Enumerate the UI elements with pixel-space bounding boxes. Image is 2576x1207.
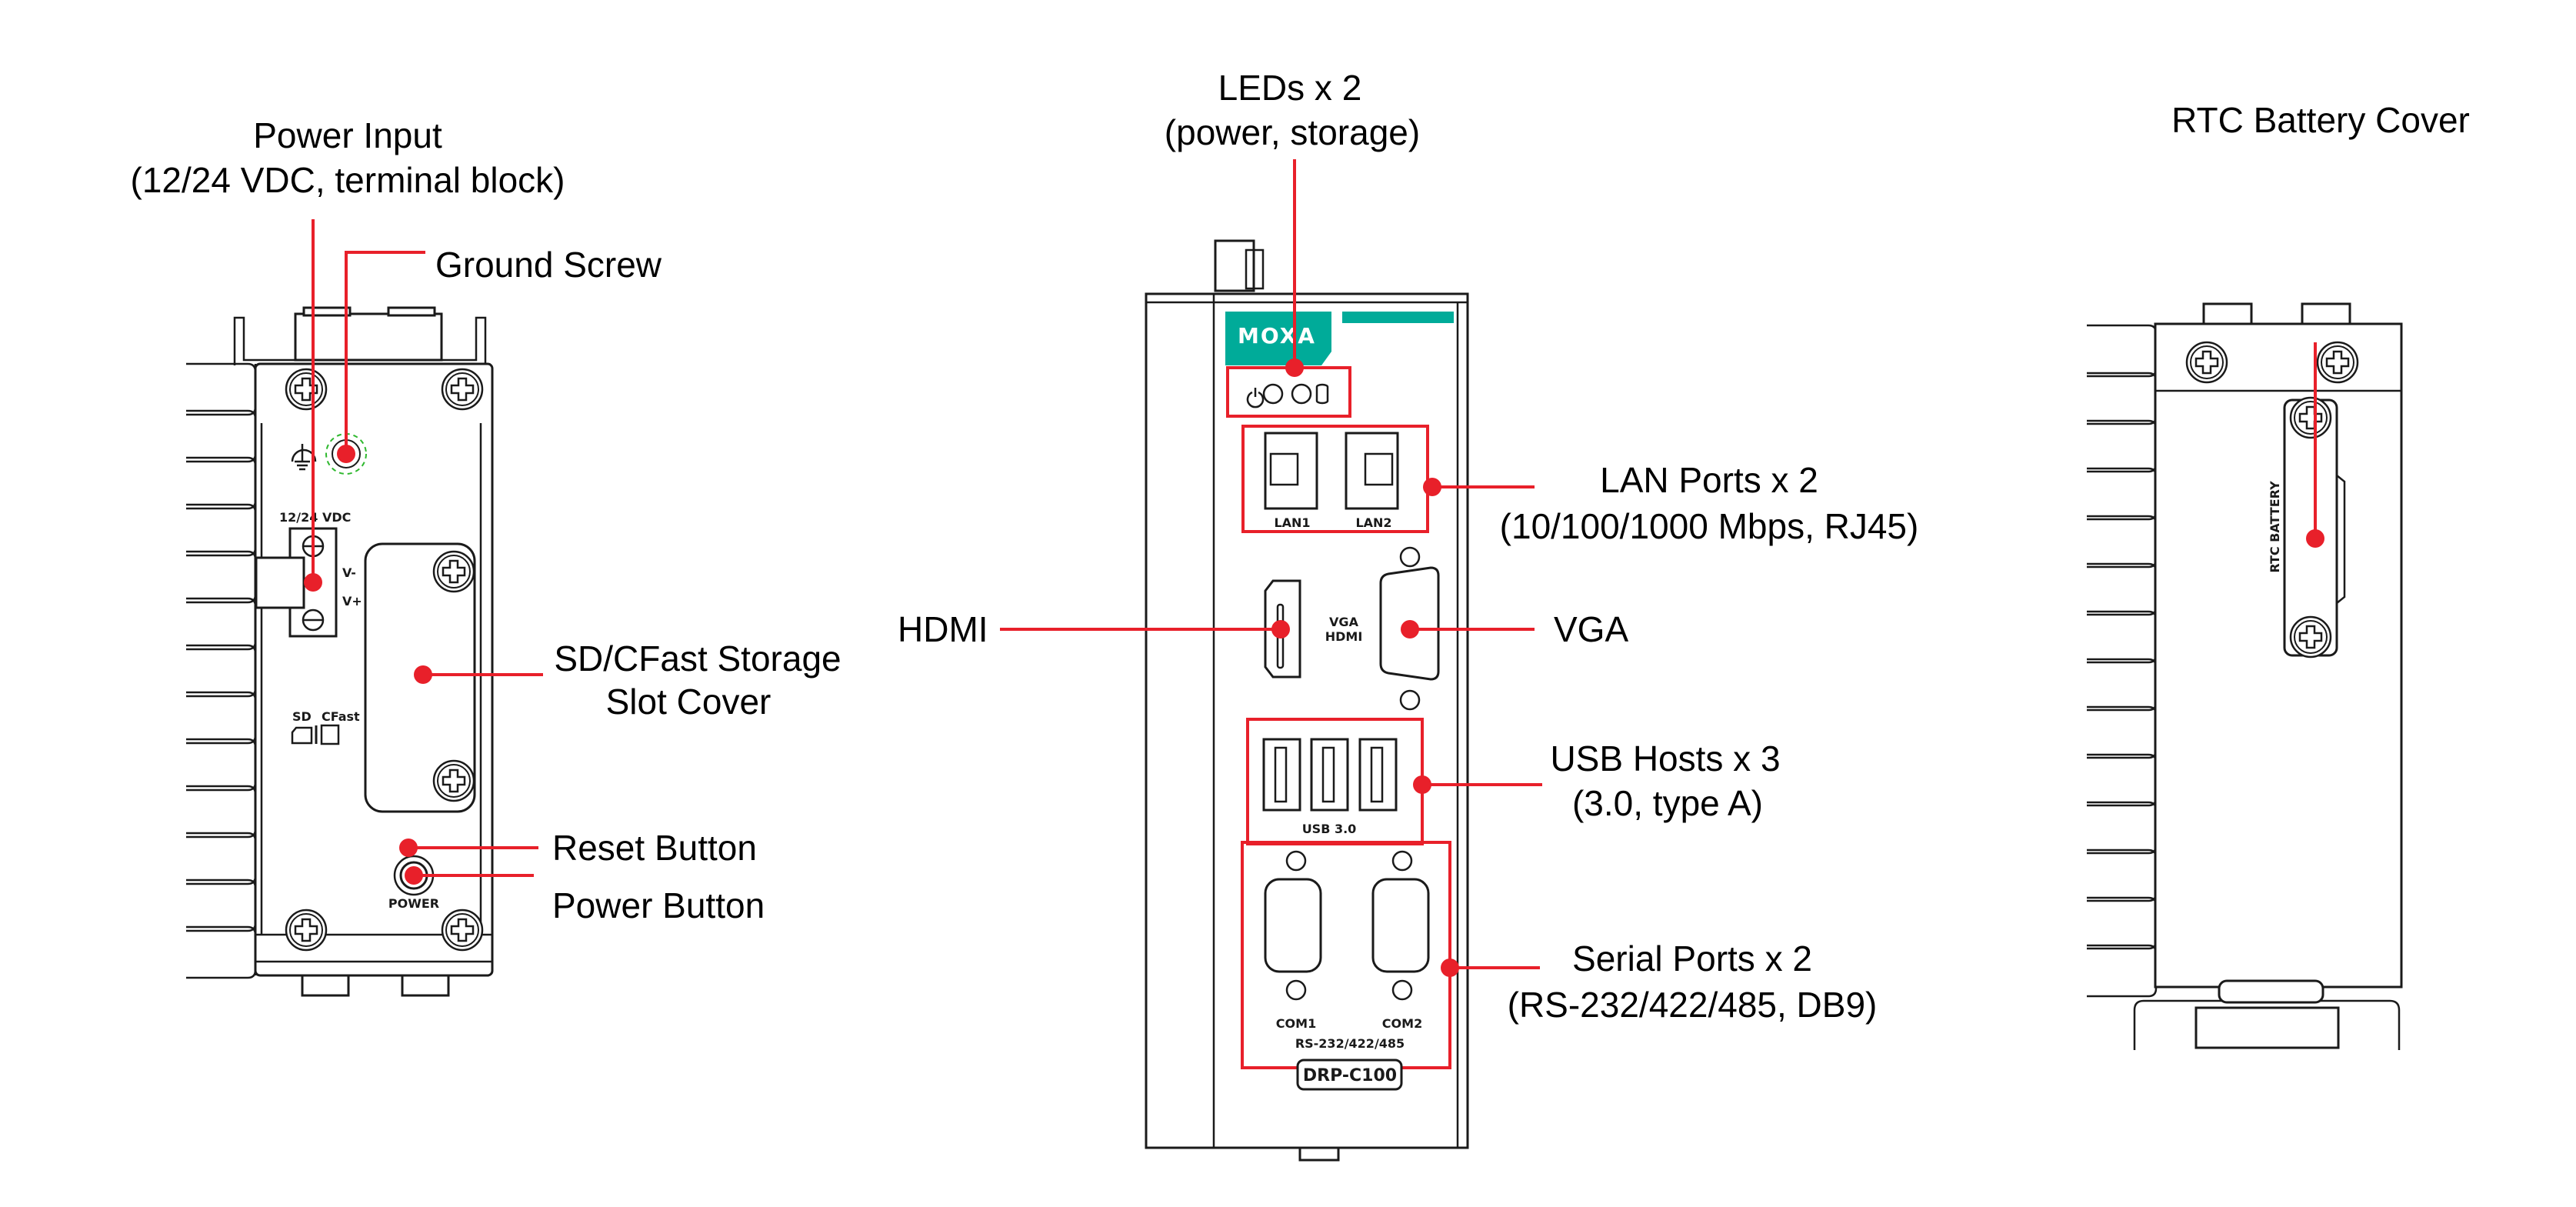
callout-reset-button: Reset Button <box>399 828 757 868</box>
serial-ports: COM1 COM2 RS-232/422/485 <box>1264 850 1430 1051</box>
svg-text:RTC Battery Cover: RTC Battery Cover <box>2171 100 2470 140</box>
screw-icon <box>2289 615 2332 659</box>
callout-storage-slot-cover: SD/CFast Storage Slot Cover <box>414 639 841 722</box>
callout-vga: VGA <box>1401 609 1628 649</box>
svg-text:LEDs x 2: LEDs x 2 <box>1218 68 1362 108</box>
model-text: DRP-C100 <box>1303 1066 1397 1085</box>
svg-text:Serial Ports x 2: Serial Ports x 2 <box>1572 939 1812 979</box>
svg-text:Power Button: Power Button <box>552 885 765 925</box>
sd-card-icon <box>291 724 340 745</box>
svg-text:SD/CFast Storage: SD/CFast Storage <box>554 639 841 679</box>
svg-text:MOXA: MOXA <box>1238 323 1316 348</box>
led-panel <box>1246 383 1329 408</box>
lan-ports: LAN1 LAN2 <box>1264 432 1399 530</box>
screw-icon <box>2316 341 2359 384</box>
svg-text:HDMI: HDMI <box>898 609 988 649</box>
svg-text:COM2: COM2 <box>1382 1016 1422 1031</box>
screw-icon <box>441 909 484 952</box>
svg-text:(power, storage): (power, storage) <box>1165 112 1420 152</box>
svg-text:LAN2: LAN2 <box>1355 515 1391 530</box>
svg-text:(3.0, type A): (3.0, type A) <box>1572 783 1763 823</box>
center-device-view: MOXA LAN1 LAN2 VGA HDMI <box>898 68 1918 1162</box>
screw-icon <box>432 759 475 802</box>
power-icon <box>1246 388 1265 408</box>
usb-ports: USB 3.0 <box>1262 738 1398 836</box>
svg-text:(12/24 VDC, terminal block): (12/24 VDC, terminal block) <box>131 160 565 200</box>
brand-stripe <box>1342 312 1454 323</box>
callout-rtc-battery-cover: RTC Battery Cover <box>2171 100 2470 548</box>
svg-text:USB Hosts x 3: USB Hosts x 3 <box>1550 739 1780 779</box>
lan-highlight <box>1241 425 1429 533</box>
heatsink-fins <box>2085 324 2158 998</box>
svg-text:VGA: VGA <box>1554 609 1628 649</box>
model-badge <box>1296 1059 1403 1091</box>
terminal-block <box>255 527 338 638</box>
callout-hdmi: HDMI <box>898 609 1290 649</box>
svg-text:Reset Button: Reset Button <box>552 828 757 868</box>
v-minus-text: V- <box>342 565 356 580</box>
svg-text:VGA: VGA <box>1329 615 1359 629</box>
led-storage-icon <box>1291 383 1312 405</box>
svg-text:LAN Ports x 2: LAN Ports x 2 <box>1600 460 1818 500</box>
power-text: POWER <box>388 896 439 911</box>
screw-icon <box>2289 396 2332 439</box>
voltage-text: 12/24 VDC <box>279 510 351 525</box>
screw-icon <box>432 550 475 593</box>
screw-icon <box>2185 341 2228 384</box>
screw-icon <box>285 909 328 952</box>
left-device-view: 12/24 VDC V- V+ SD CFast POWER <box>131 115 841 997</box>
sd-text: SD <box>292 709 312 724</box>
storage-icon <box>1315 383 1329 405</box>
callout-power-button: Power Button <box>405 866 765 925</box>
svg-text:COM1: COM1 <box>1276 1016 1316 1031</box>
svg-text:HDMI: HDMI <box>1325 629 1363 644</box>
callout-lan-ports: LAN Ports x 2 (10/100/1000 Mbps, RJ45) <box>1423 460 1918 546</box>
svg-text:(RS-232/422/485, DB9): (RS-232/422/485, DB9) <box>1508 985 1878 1025</box>
led-power-icon <box>1262 383 1284 405</box>
callout-ground-screw: Ground Screw <box>337 245 662 463</box>
right-device-view: RTC BATTERY RTC Battery Cover <box>2085 100 2470 1050</box>
screw-icon <box>441 368 484 411</box>
svg-text:(10/100/1000 Mbps, RJ45): (10/100/1000 Mbps, RJ45) <box>1500 506 1919 546</box>
moxa-logo: MOXA <box>1225 312 1331 365</box>
svg-text:RS-232/422/485: RS-232/422/485 <box>1295 1036 1405 1051</box>
rtc-battery-text: RTC BATTERY <box>2268 481 2282 573</box>
svg-text:Slot Cover: Slot Cover <box>606 682 771 722</box>
svg-text:LAN1: LAN1 <box>1274 515 1310 530</box>
callout-leds: LEDs x 2 (power, storage) <box>1165 68 1420 377</box>
svg-text:Ground Screw: Ground Screw <box>435 245 662 285</box>
right-chassis <box>2154 322 2403 989</box>
callout-power-input: Power Input (12/24 VDC, terminal block) <box>131 115 565 592</box>
screw-icon <box>285 368 328 411</box>
callout-usb-hosts: USB Hosts x 3 (3.0, type A) <box>1413 739 1781 823</box>
callout-serial-ports: Serial Ports x 2 (RS-232/422/485, DB9) <box>1441 939 1877 1025</box>
v-plus-text: V+ <box>342 594 362 609</box>
svg-text:USB 3.0: USB 3.0 <box>1302 822 1357 836</box>
heatsink-fins <box>185 362 257 979</box>
cfast-text: CFast <box>322 709 360 724</box>
svg-text:Power Input: Power Input <box>253 115 442 155</box>
